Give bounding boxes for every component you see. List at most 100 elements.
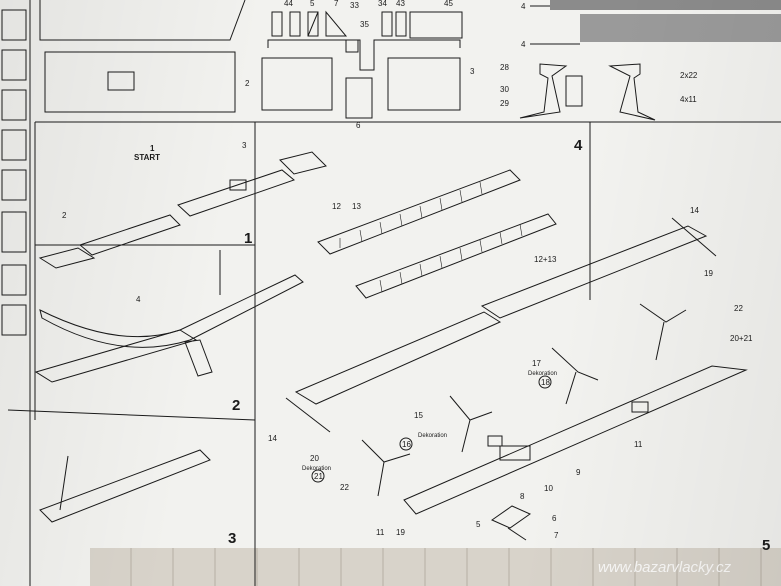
decoration-badge-21 [311,469,325,483]
step2-curved-panel [39,274,304,348]
step3-base [39,449,211,523]
decoration-label-16: Dekoration [418,433,447,439]
step1-slot [229,179,247,191]
label-top-5: 5 [310,0,315,8]
part-2 [261,57,333,111]
part-45 [409,11,463,39]
part-34 [381,11,393,37]
decoration-badge-18 [538,375,552,389]
label-16: 16 [402,440,411,449]
step4-fence-13 [355,213,557,299]
part-44a [271,11,283,37]
part-6 [345,77,373,119]
part-44b [289,11,301,37]
previous-page-fragments [1,9,27,336]
label-top-2x22: 2x22 [680,71,698,80]
part-top-long-panel [44,51,236,113]
label-top-45: 45 [444,0,453,8]
label-14-right: 14 [690,206,699,215]
step4-part-7 [507,527,527,541]
step3-brush [59,455,69,511]
label-14-left: 14 [268,434,277,443]
label-17: 17 [532,359,541,368]
label-top-29: 29 [500,99,509,108]
label-top-7: 7 [334,0,339,8]
label-22-right: 22 [734,304,743,313]
label-12-13: 12+13 [534,255,557,264]
decal-strip-1 [550,0,781,10]
label-step1-3: 3 [242,141,247,150]
label-8: 8 [520,492,525,501]
start-number: 1 [150,144,155,153]
step4-part-14-left [285,397,331,433]
step2-base [34,329,198,383]
part-43 [395,11,407,37]
label-19-right: 19 [704,269,713,278]
decoration-label-21: Dekoration [302,466,331,472]
column-11-c [449,395,493,453]
label-15: 15 [414,411,423,420]
label-top-3: 3 [470,67,475,76]
part-7 [325,10,348,37]
step1-part-base-b [177,169,296,217]
label-top-4x11: 4x11 [680,95,697,104]
label-20-21: 20+21 [730,334,753,343]
step4-base-slot-2 [631,401,649,413]
column-detail-right [608,63,656,121]
label-10: 10 [544,484,553,493]
part-33 [345,39,359,53]
decal-strip-2 [580,14,781,42]
step4-fence-12 [317,169,521,255]
label-11-bottom: 11 [376,528,385,537]
decoration-label-18: Dekoration [528,371,557,377]
label-top-2: 2 [245,79,250,88]
label-13: 13 [352,202,361,211]
start-label: START [134,153,160,162]
step4-part-14-right [671,217,717,257]
step4-part-9 [487,435,503,447]
step2-glue-tube [184,339,213,377]
label-top-34: 34 [378,0,387,8]
label-9: 9 [576,468,581,477]
label-18: 18 [541,378,550,387]
step4-deck-right [480,225,708,319]
label-step2-4: 4 [136,295,141,304]
step-1-number: 1 [244,230,252,247]
fence-grid-lines [339,181,523,293]
label-20: 20 [310,454,319,463]
part-top-left-panel [39,0,246,41]
label-top-44: 44 [284,0,293,8]
label-step1-2: 2 [62,211,67,220]
step1-part-2 [38,247,96,269]
label-11-right: 11 [634,440,643,449]
step-3-number: 3 [228,530,236,547]
column-detail-center [565,75,583,107]
step2-divider [7,409,256,421]
watermark: www.bazarvlacky.cz [598,559,732,576]
label-5: 5 [476,520,481,529]
step1-part-base-a [78,214,181,256]
step1-part-3 [279,151,327,175]
column-detail-left [519,63,568,119]
label-top-4b: 4 [521,40,526,49]
label-top-30: 30 [500,85,509,94]
part-3 [387,57,461,111]
column-11-a [551,347,599,405]
label-19-bottom: 19 [396,528,405,537]
part-5 [307,11,319,37]
part-panel-hatch [107,71,135,91]
decoration-badge-16 [399,437,413,451]
label-6: 6 [552,514,557,523]
label-top-35: 35 [360,20,369,29]
step-5-number: 5 [762,537,770,554]
label-top-33: 33 [350,1,359,10]
sprue-frame [267,39,461,71]
step4-base [403,365,748,515]
label-22-left: 22 [340,483,349,492]
step4-deck-left [294,311,502,405]
step-2-number: 2 [232,397,240,414]
label-top-43: 43 [396,0,405,8]
step4-part-6 [490,505,532,529]
label-12: 12 [332,202,341,211]
